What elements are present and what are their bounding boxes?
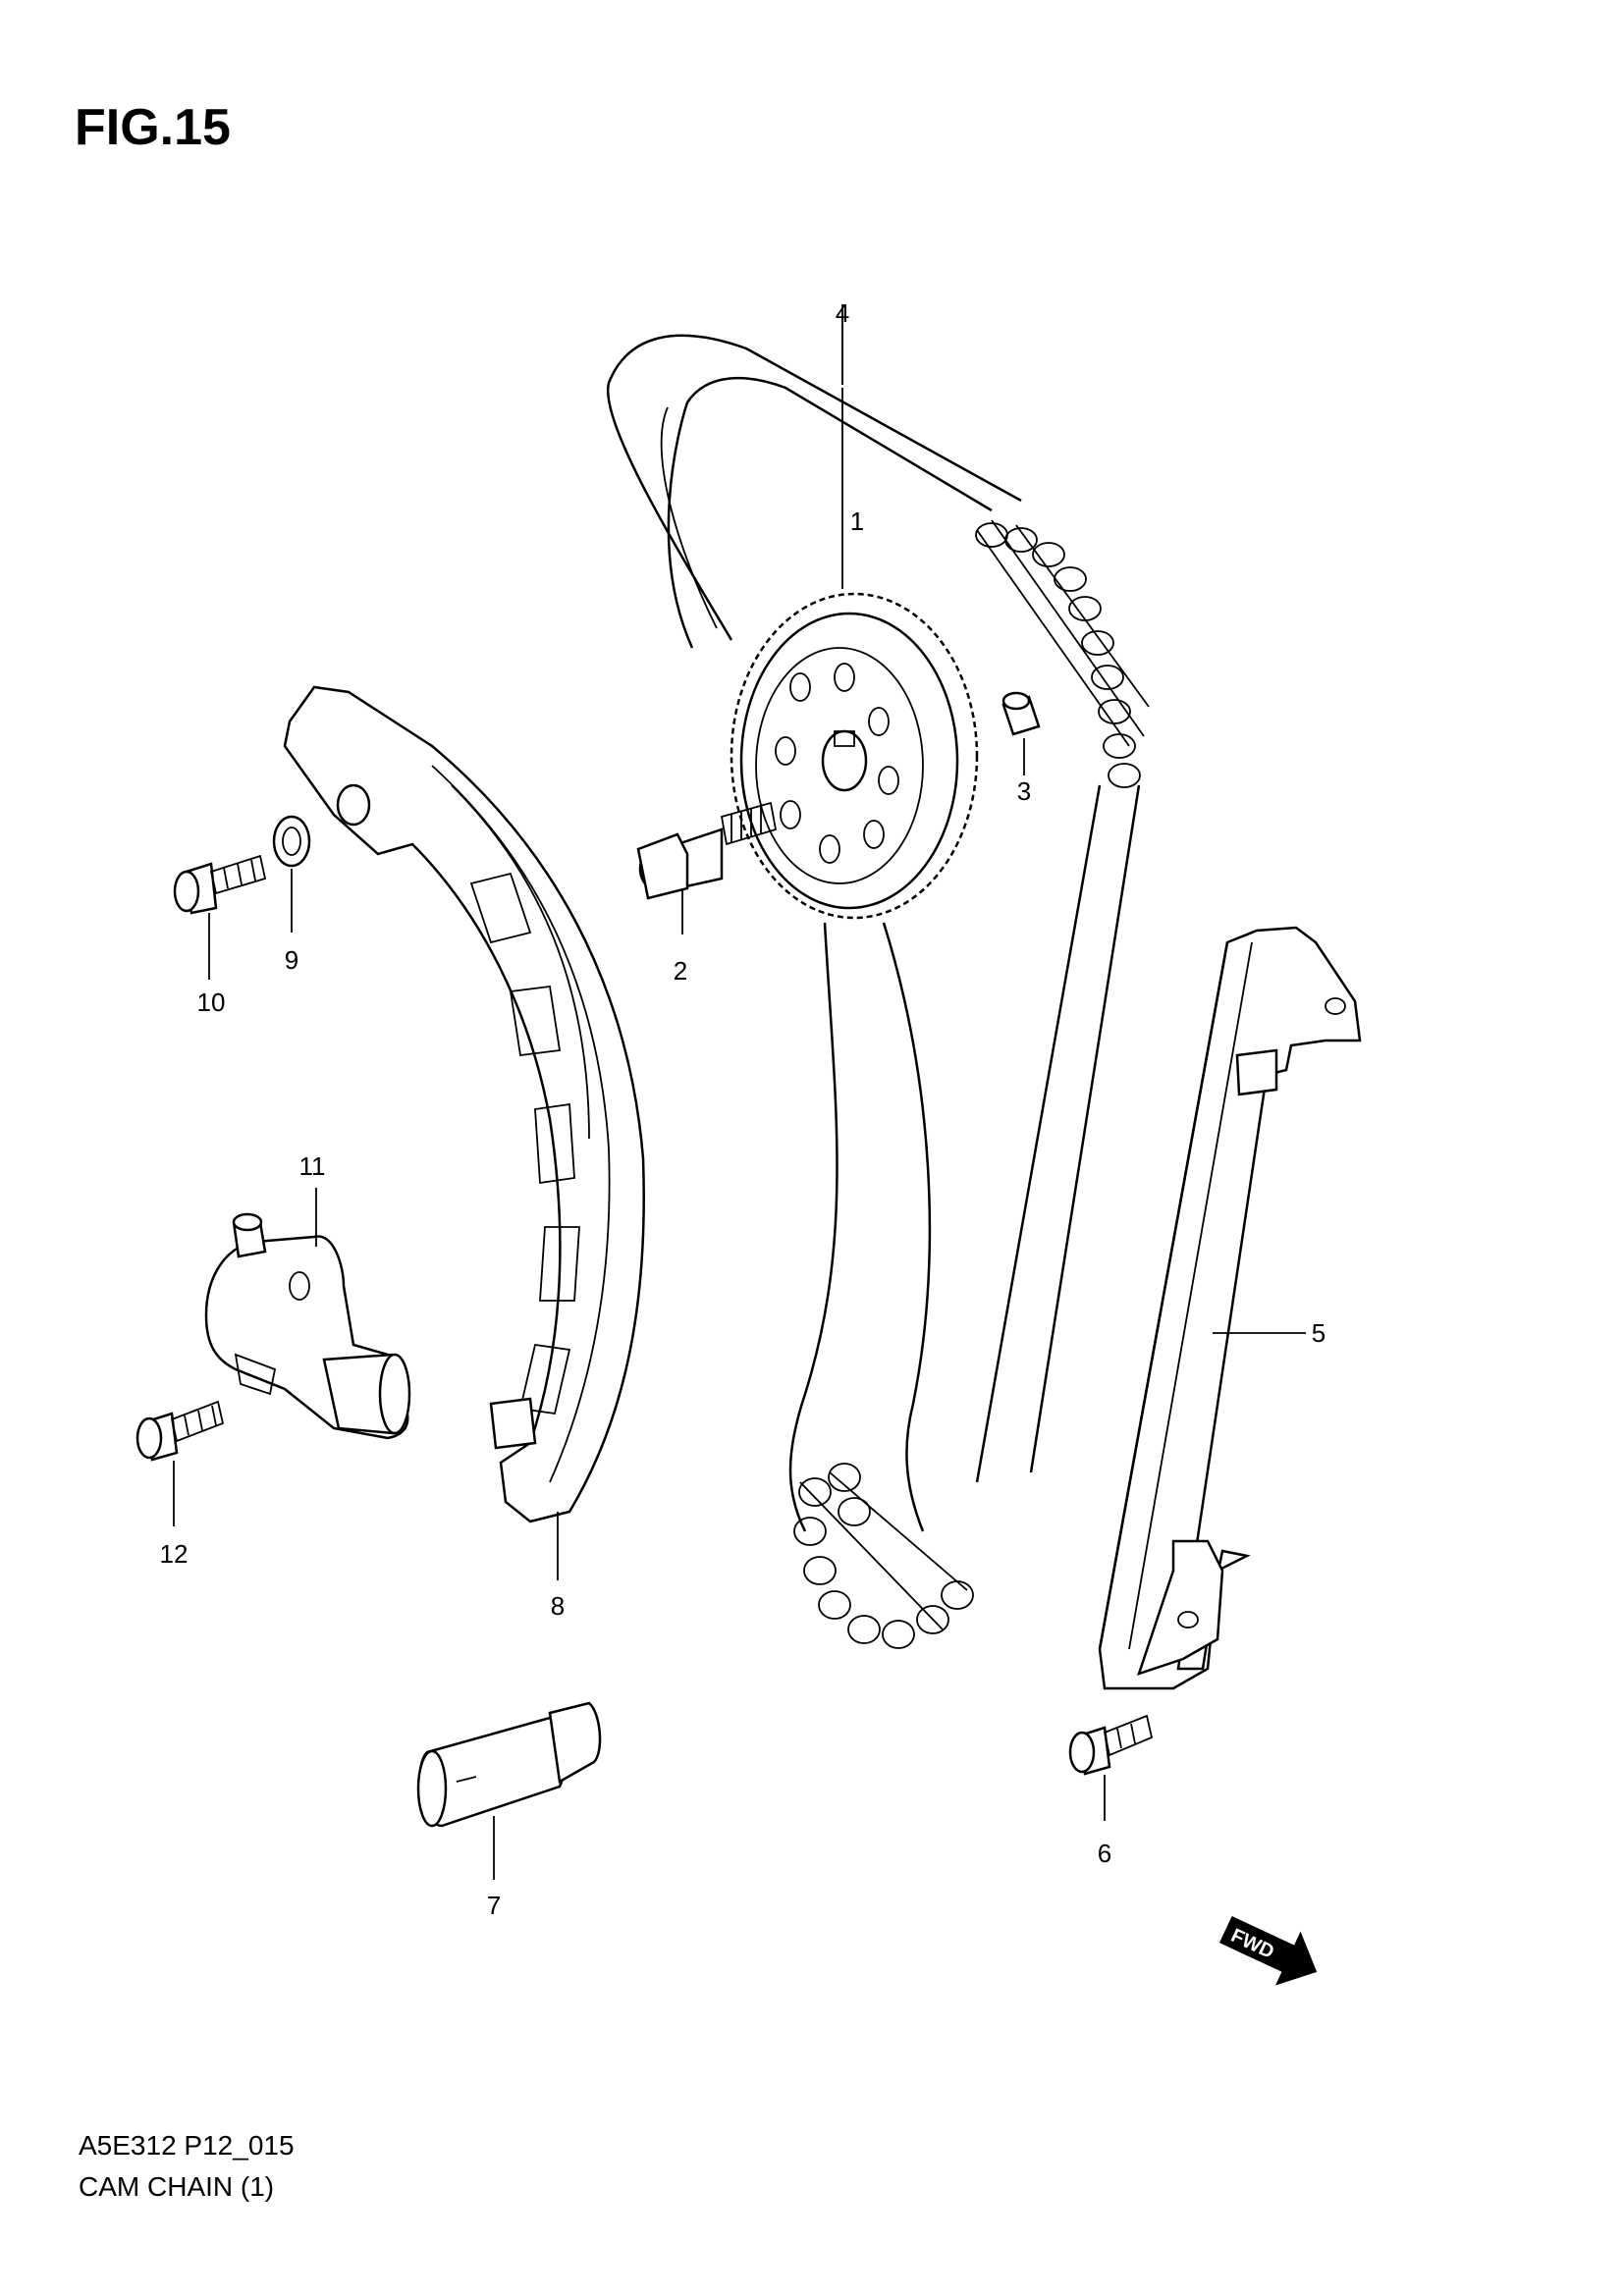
guide-bolt [173, 854, 267, 915]
chain-guide [1098, 926, 1362, 1690]
callout-1: 1 [850, 507, 864, 536]
callout-11: 11 [299, 1151, 326, 1181]
drawing-name: CAM CHAIN (1) [79, 2171, 275, 2202]
chain-tensioner [204, 1212, 411, 1440]
cam-chain [606, 334, 1150, 1649]
leader-lines [173, 304, 1306, 1880]
tensioner-guide [283, 685, 645, 1523]
callout-3: 3 [1017, 776, 1031, 806]
chain-guide-bolt [1068, 1714, 1154, 1776]
callout-7: 7 [487, 1891, 501, 1920]
tensioner-bolt [135, 1400, 225, 1462]
figure-title: FIG.15 [75, 99, 231, 156]
guide-pin [416, 1701, 602, 1828]
callout-8: 8 [551, 1591, 565, 1621]
callout-12: 12 [160, 1539, 189, 1569]
cam-sprocket [730, 592, 979, 920]
callout-2: 2 [674, 956, 687, 986]
callout-6: 6 [1098, 1839, 1111, 1868]
dowel-pin [1001, 691, 1041, 736]
callout-9: 9 [285, 945, 298, 975]
drawing-code: A5E312 P12_015 [79, 2130, 295, 2161]
callout-5: 5 [1312, 1318, 1325, 1348]
sprocket-bolt [636, 801, 778, 900]
callout-10: 10 [197, 988, 226, 1017]
callout-4: 4 [836, 298, 849, 328]
fwd-arrow-icon: FWD [1218, 1915, 1318, 1986]
washer [272, 815, 311, 868]
